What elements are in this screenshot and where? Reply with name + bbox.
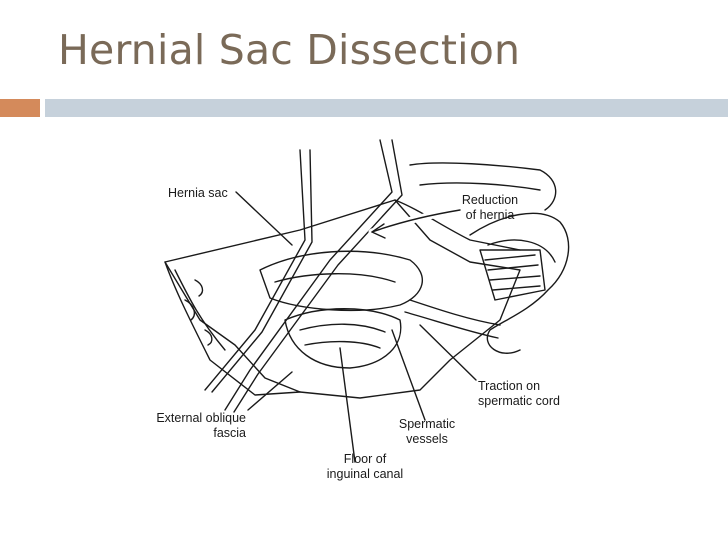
label-hernia-sac: Hernia sac [168, 186, 228, 200]
label-traction-line1: Traction on [478, 379, 541, 393]
label-external-oblique-line2: fascia [213, 426, 246, 440]
title-accent-bar [0, 99, 40, 117]
label-spermatic-line2: vessels [406, 432, 448, 446]
label-reduction-line1: Reduction [461, 193, 519, 207]
label-reduction-of-hernia: Reduction of hernia [458, 193, 522, 223]
label-spermatic-line1: Spermatic [398, 417, 456, 431]
label-spermatic-vessels: Spermatic vessels [392, 417, 462, 447]
label-floor-line1: Floor of [343, 452, 387, 466]
label-traction-on-spermatic-cord: Traction on spermatic cord [478, 379, 560, 409]
label-floor-line2: inguinal canal [326, 467, 404, 481]
label-external-oblique-line1: External oblique [156, 411, 246, 425]
label-floor-of-inguinal-canal: Floor of inguinal canal [318, 452, 412, 482]
label-traction-line2: spermatic cord [478, 394, 560, 408]
slide-title: Hernial Sac Dissection [58, 26, 521, 74]
label-reduction-line2: of hernia [465, 208, 515, 222]
title-divider-bar [45, 99, 728, 117]
label-external-oblique-fascia: External oblique fascia [144, 411, 246, 441]
